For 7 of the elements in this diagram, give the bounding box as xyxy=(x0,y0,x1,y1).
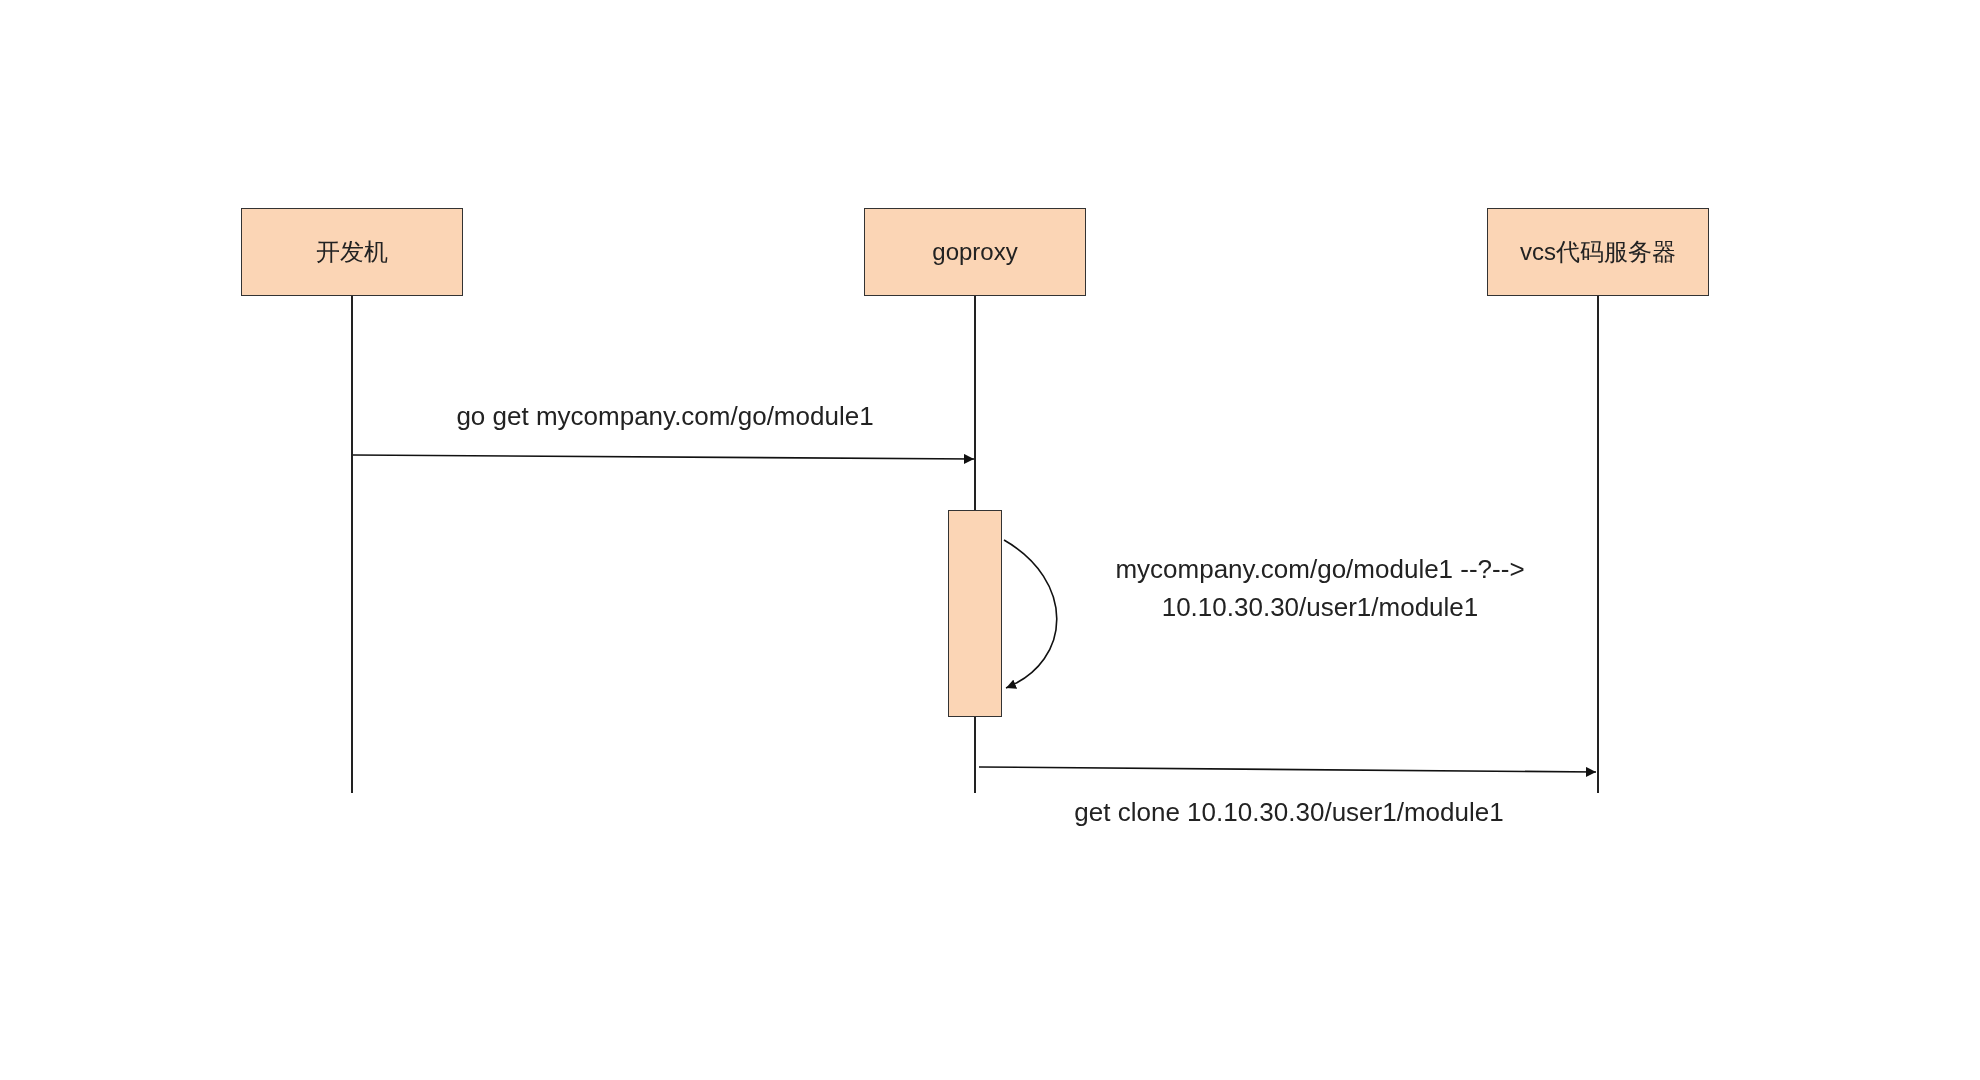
participant-box: vcs代码服务器 xyxy=(1487,208,1709,296)
edge-label: mycompany.com/go/module1 --?--> 10.10.30.30/user1/module1 xyxy=(1114,553,1526,624)
participant-box: goproxy xyxy=(864,208,1086,296)
message-arrow xyxy=(978,766,1597,777)
message-arrow xyxy=(352,453,975,464)
participant-box: 开发机 xyxy=(241,208,463,296)
message-arrow xyxy=(1003,539,1058,689)
